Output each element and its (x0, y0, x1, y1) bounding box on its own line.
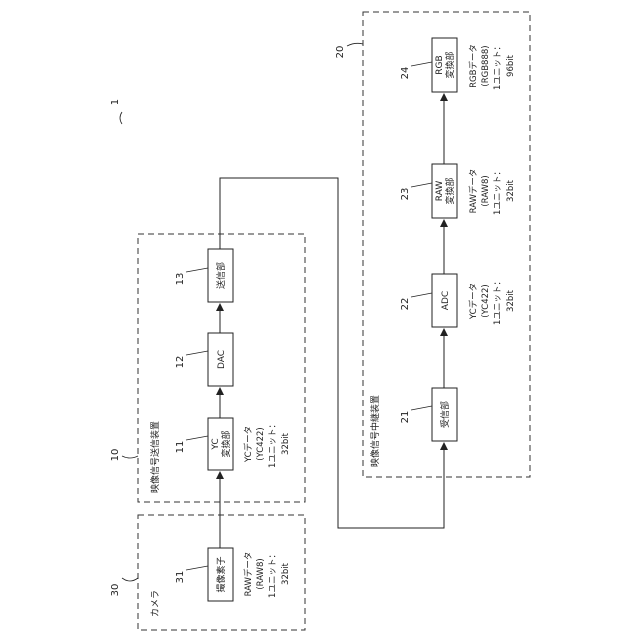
rgb-converter-data-1: RGBデータ (468, 44, 479, 88)
camera-label: カメラ (150, 590, 161, 617)
rgb-converter-data-4: 96bit (506, 54, 516, 77)
dac-label: DAC (217, 350, 227, 369)
raw-converter-ref: 23 (400, 188, 411, 201)
raw-converter-data-4: 32bit (506, 179, 516, 202)
adc-ref-leader (411, 293, 432, 297)
camera-ref-leader (122, 578, 138, 581)
sender-ref: 13 (175, 273, 186, 286)
sensor-ref-leader (186, 566, 208, 570)
sender-ref-leader (186, 268, 208, 272)
sensor-data-4: 32bit (281, 562, 291, 585)
relay-label: 映像信号中継装置 (369, 395, 381, 467)
connection-sender-to-receiver (220, 178, 444, 528)
rgb-converter-data-2: (RGB888) (481, 45, 491, 86)
sensor-ref: 31 (175, 571, 186, 584)
rgb-converter-label-2: 変換部 (444, 51, 456, 78)
adc-data-4: 32bit (506, 289, 516, 312)
raw-converter-data-2: (RAW8) (481, 175, 491, 206)
transmitter-ref-leader (122, 456, 138, 458)
raw-converter-data-1: RAWデータ (468, 169, 479, 214)
yc-converter-label-1: YC (211, 438, 221, 450)
adc-data-2: (YC422) (481, 284, 491, 318)
figure-number: 1 (110, 99, 121, 105)
receiver-label: 受信部 (439, 401, 451, 428)
adc-data-1: YCデータ (468, 283, 479, 320)
raw-converter-data-3: 1ユニット： (493, 167, 503, 215)
relay-ref-leader (347, 43, 363, 46)
yc-converter-data-3: 1ユニット： (268, 420, 278, 468)
rgb-converter-ref: 24 (400, 67, 411, 80)
sender-label: 送信部 (215, 262, 227, 289)
rgb-converter-ref-leader (411, 62, 432, 66)
raw-converter-ref-leader (411, 183, 432, 187)
sensor-data-1: RAWデータ (243, 552, 254, 597)
rgb-converter-label-1: RGB (435, 55, 445, 74)
yc-converter-data-1: YCデータ (243, 426, 254, 463)
relay-ref: 20 (335, 46, 346, 59)
sensor-label: 撮像素子 (215, 556, 227, 592)
figure-number-leader (120, 112, 122, 124)
transmitter-label: 映像信号送信装置 (149, 421, 161, 493)
yc-converter-ref-leader (186, 436, 208, 440)
receiver-ref-leader (411, 406, 432, 410)
adc-data-3: 1ユニット： (493, 277, 503, 325)
sensor-data-2: (RAW8) (256, 558, 266, 589)
receiver-ref: 21 (400, 411, 411, 424)
sensor-data-3: 1ユニット： (268, 550, 278, 598)
yc-converter-data-4: 32bit (281, 432, 291, 455)
raw-converter-label-1: RAW (435, 181, 445, 202)
raw-converter-label-2: 変換部 (444, 177, 456, 204)
yc-converter-label-2: 変換部 (220, 430, 232, 457)
adc-label: ADC (441, 291, 451, 310)
adc-ref: 22 (400, 298, 411, 311)
dac-ref: 12 (175, 356, 186, 369)
yc-converter-data-2: (YC422) (256, 427, 266, 461)
yc-converter-ref: 11 (175, 441, 186, 454)
camera-ref: 30 (110, 584, 121, 597)
dac-ref-leader (186, 351, 208, 355)
rgb-converter-data-3: 1ユニット： (493, 42, 503, 90)
transmitter-ref: 10 (110, 449, 121, 462)
